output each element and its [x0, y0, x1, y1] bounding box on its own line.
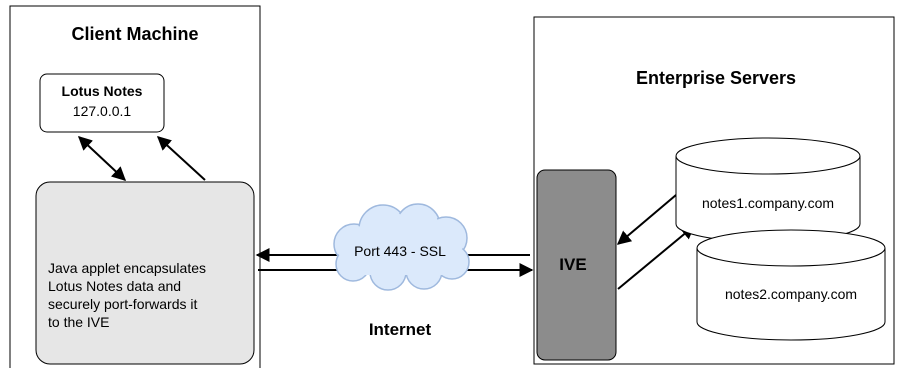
- enterprise-servers-title: Enterprise Servers: [636, 68, 796, 88]
- server-notes1-label: notes1.company.com: [702, 195, 834, 211]
- ive-label: IVE: [559, 255, 586, 274]
- lotus-notes-title: Lotus Notes: [62, 83, 143, 99]
- server-notes2-label: notes2.company.com: [725, 286, 857, 302]
- arrow-applet-to-notes: [156, 136, 206, 181]
- arrow-notes1-to-ive: [616, 194, 677, 245]
- applet-line-1: Java applet encapsulates: [48, 260, 206, 276]
- applet-line-2: Lotus Notes data and: [48, 278, 181, 294]
- client-machine-title: Client Machine: [71, 24, 198, 44]
- applet-description: Java applet encapsulates Lotus Notes dat…: [48, 260, 210, 330]
- internet-label: Internet: [369, 320, 432, 339]
- client-machine-frame: [9, 5, 261, 368]
- server-notes1: [675, 137, 861, 243]
- internet-cloud-icon: [333, 203, 470, 291]
- java-applet-box: [35, 181, 255, 365]
- cloud-port-label: Port 443 - SSL: [354, 243, 446, 259]
- arrow-notes-to-applet: [77, 136, 127, 181]
- applet-line-4: to the IVE: [48, 314, 109, 330]
- lotus-notes-address: 127.0.0.1: [73, 103, 132, 119]
- server-notes2: [696, 229, 886, 341]
- arrow-ive-to-notes2: [617, 225, 696, 290]
- lotus-notes-box: [39, 73, 165, 133]
- applet-line-3: securely port-forwards it: [48, 296, 197, 312]
- ive-appliance: [536, 169, 617, 361]
